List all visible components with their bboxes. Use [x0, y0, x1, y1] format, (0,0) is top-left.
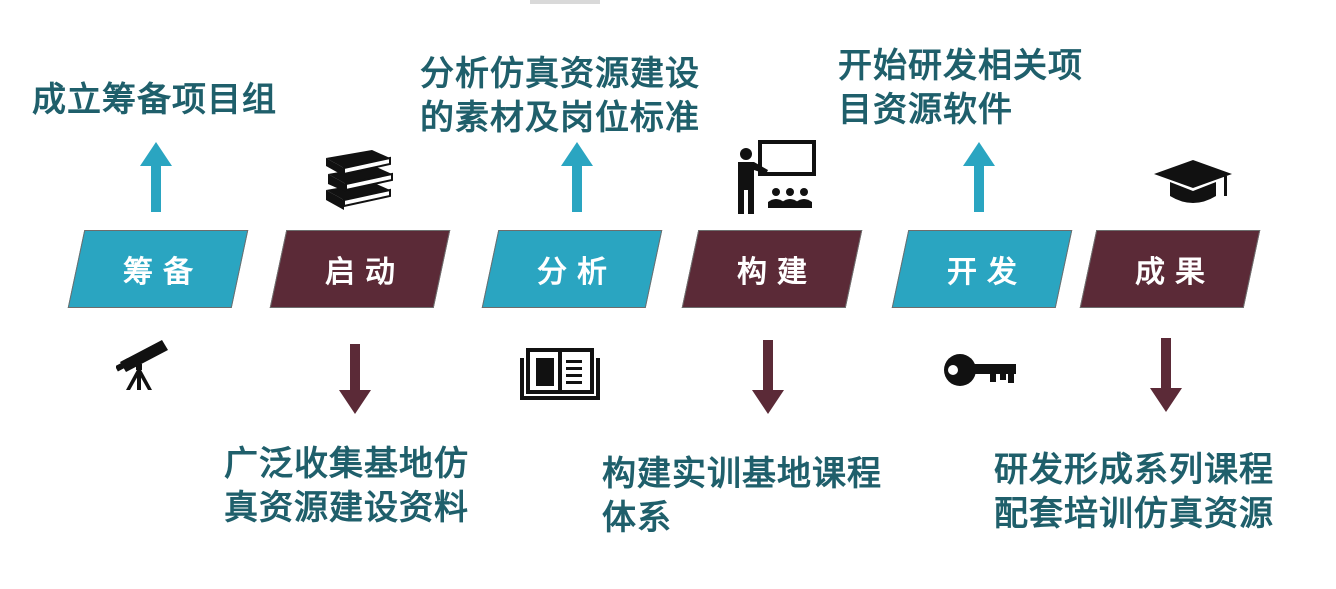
step-develop: 开发 [891, 230, 1073, 308]
step-build: 构建 [681, 230, 863, 308]
telescope-icon [116, 340, 168, 390]
step-label: 构建 [737, 255, 817, 290]
note-analyze: 分析仿真资源建设 的素材及岗位标准 [420, 54, 700, 138]
note-prepare: 成立筹备项目组 [32, 80, 277, 120]
graduation-cap-icon [1154, 160, 1232, 203]
note-start: 广泛收集基地仿 真资源建设资料 [224, 444, 469, 528]
arrow-up-prepare [140, 142, 172, 212]
step-analyze: 分析 [481, 230, 663, 308]
step-label: 启动 [325, 255, 405, 290]
arrow-down-build [752, 340, 784, 414]
teacher-classroom-icon [738, 140, 816, 214]
note-develop: 开始研发相关项 目资源软件 [838, 46, 1083, 130]
step-label: 筹备 [123, 255, 203, 290]
arrow-down-result [1150, 338, 1182, 412]
arrow-down-start [339, 344, 371, 414]
note-result: 研发形成系列课程 配套培训仿真资源 [994, 450, 1274, 534]
key-icon [944, 354, 1016, 386]
note-build: 构建实训基地课程 体系 [602, 454, 882, 538]
step-start: 启动 [269, 230, 451, 308]
step-result: 成果 [1079, 230, 1261, 308]
step-label: 成果 [1135, 255, 1215, 290]
step-prepare: 筹备 [67, 230, 249, 308]
arrow-up-analyze [561, 142, 593, 212]
arrow-up-develop [963, 142, 995, 212]
step-label: 分析 [537, 255, 617, 290]
open-book-icon [520, 348, 600, 400]
step-label: 开发 [947, 255, 1027, 290]
books-icon [326, 150, 393, 210]
top-divider-mark [530, 0, 600, 4]
